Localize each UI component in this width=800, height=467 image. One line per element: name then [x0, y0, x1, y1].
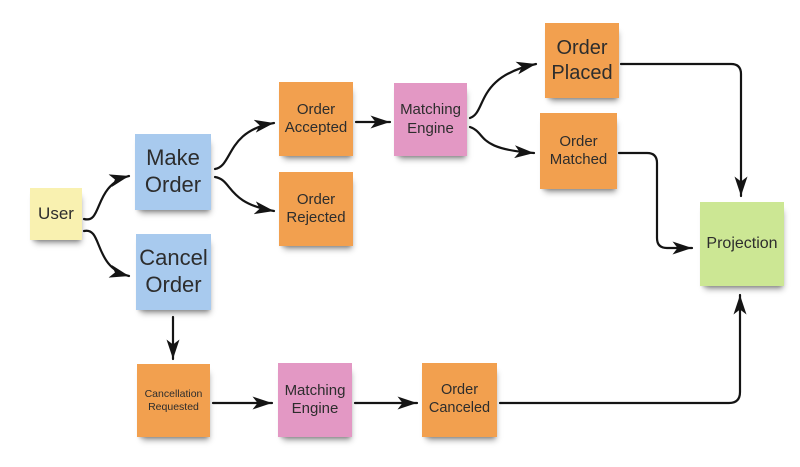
sticky-note-matching-engine-bottom: Matching Engine	[278, 363, 352, 437]
sticky-note-make-order: Make Order	[135, 134, 211, 210]
arrow-order-matched-to-projection	[617, 151, 694, 255]
arrow-matching-engine-to-order-matched	[468, 125, 536, 159]
arrow-user-to-cancel-order	[82, 229, 131, 278]
sticky-note-label: Matching Engine	[284, 381, 346, 417]
sticky-note-label: Make Order	[144, 145, 202, 197]
sticky-note-cancellation-requested: Cancellation Requested	[137, 364, 210, 437]
sticky-note-label: Order Rejected	[286, 190, 346, 226]
sticky-note-label: Cancel Order	[139, 245, 208, 297]
arrow-order-placed-to-projection	[619, 62, 748, 198]
arrow-user-to-make-order	[82, 174, 131, 221]
sticky-note-label: Projection	[706, 235, 778, 253]
sticky-note-label: Order Matched	[549, 132, 608, 168]
sticky-note-order-rejected: Order Rejected	[279, 172, 353, 246]
sticky-note-label: Matching Engine	[400, 101, 461, 137]
sticky-note-label: User	[38, 203, 74, 223]
sticky-note-label: Order Placed	[551, 37, 613, 84]
sticky-note-label: Order Canceled	[428, 382, 491, 416]
sticky-note-label: Order Accepted	[284, 100, 348, 136]
arrow-matching-engine-to-order-placed	[468, 61, 538, 120]
sticky-note-user: User	[30, 188, 82, 240]
sticky-note-label: Cancellation Requested	[144, 387, 203, 413]
sticky-note-order-matched: Order Matched	[540, 113, 617, 189]
sticky-note-matching-engine-top: Matching Engine	[394, 83, 467, 156]
sticky-note-cancel-order: Cancel Order	[136, 234, 211, 310]
arrow-make-order-to-order-rejected	[213, 175, 276, 215]
sticky-note-order-accepted: Order Accepted	[279, 82, 353, 156]
arrow-order-canceled-to-projection	[498, 293, 747, 405]
arrow-make-order-to-order-accepted	[213, 119, 276, 171]
sticky-note-order-canceled: Order Canceled	[422, 363, 497, 437]
sticky-note-projection: Projection	[700, 202, 784, 286]
sticky-note-order-placed: Order Placed	[545, 23, 619, 98]
